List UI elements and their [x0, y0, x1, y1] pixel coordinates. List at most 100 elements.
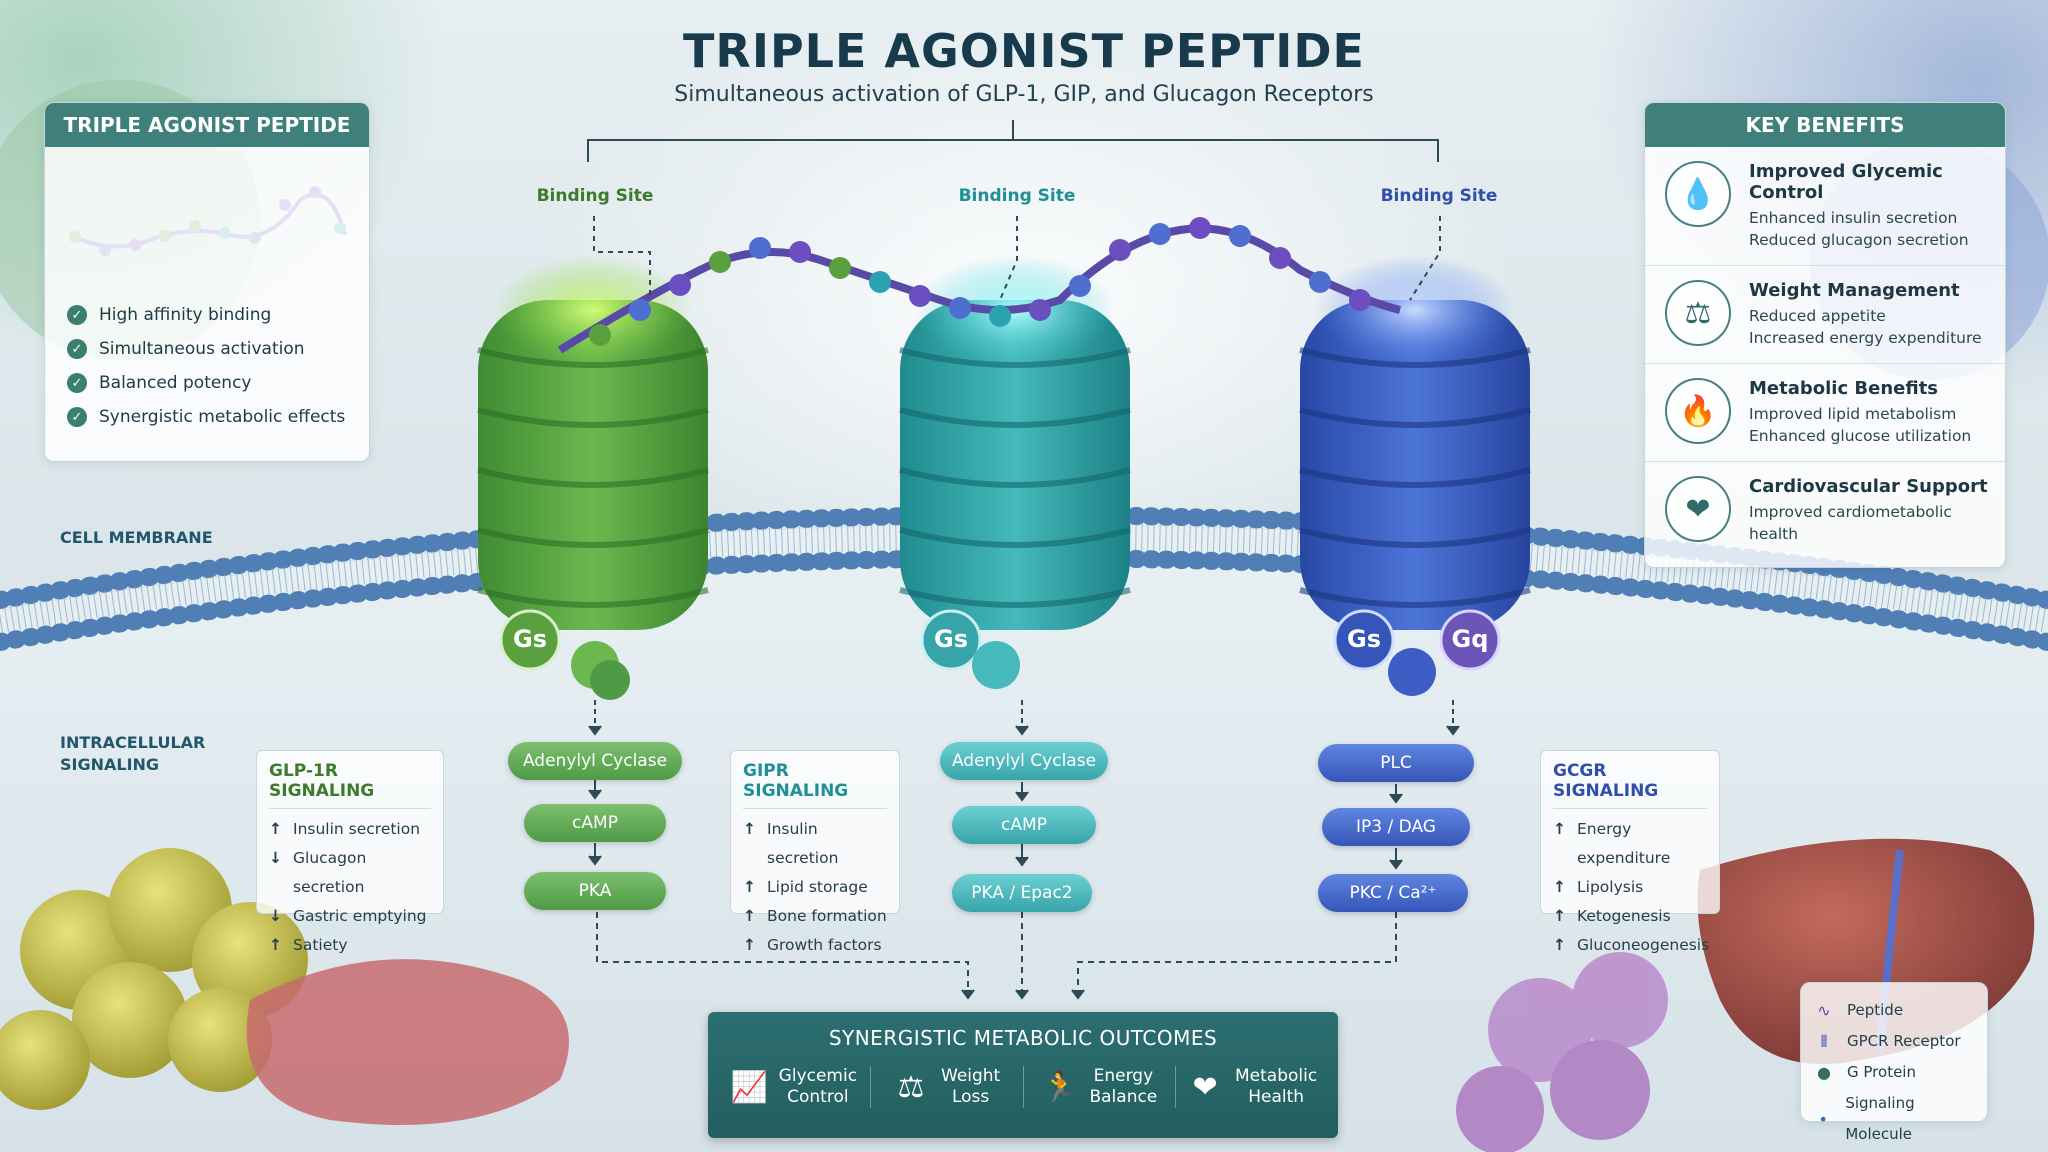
- arrow-icon: ↑: [743, 907, 756, 925]
- runner-icon: 🏃: [1041, 1069, 1079, 1105]
- g-protein-label-blue-gs: Gs: [1347, 625, 1381, 653]
- cascade-arrows: [588, 700, 1460, 1000]
- gcgr-signaling-box: GCGR SIGNALING ↑Energy expenditure ↑Lipo…: [1540, 750, 1720, 954]
- feature-label: Balanced potency: [99, 373, 252, 393]
- intracellular-label-line-2: SIGNALING: [60, 755, 160, 774]
- arrow-icon: ↑: [269, 820, 282, 838]
- legend-label: Peptide: [1847, 1001, 1904, 1019]
- page-subtitle: Simultaneous activation of GLP-1, GIP, a…: [674, 82, 1374, 107]
- signaling-item-label: Insulin secretion: [293, 820, 421, 838]
- signaling-item-label: Ketogenesis: [1577, 907, 1671, 925]
- binding-site-label-green: Binding Site: [536, 186, 654, 206]
- signaling-item: ↑Insulin secretion: [743, 815, 887, 873]
- arrow-icon: ↑: [1553, 936, 1566, 954]
- signaling-item: ↓Glucagon secretion: [269, 844, 431, 902]
- g-protein-icon: ●: [1817, 1063, 1831, 1082]
- legend-label: G Protein: [1847, 1063, 1916, 1081]
- feature-item: ✓High affinity binding: [67, 305, 345, 325]
- glp1r-signaling-title: GLP-1R SIGNALING: [269, 761, 431, 809]
- benefit-title: Cardiovascular Support: [1749, 476, 1988, 497]
- cascade-blue-step-2: IP3 / DAG: [1322, 808, 1470, 846]
- benefit-desc: Reduced glucagon secretion: [1749, 231, 1969, 249]
- legend-item-g-protein: ● G Protein: [1815, 1057, 1973, 1088]
- peptide-icon: ∿: [1817, 1001, 1831, 1020]
- outcome-label: Loss: [951, 1087, 990, 1107]
- benefit-desc: Enhanced glucose utilization: [1749, 427, 1972, 445]
- key-benefits-header: KEY BENEFITS: [1645, 103, 2005, 147]
- signaling-item: ↑ Lipolysis: [1553, 873, 1707, 902]
- gpcr-icon: ⦀: [1820, 1032, 1828, 1051]
- legend-item-gpcr: ⦀ GPCR Receptor: [1815, 1026, 1973, 1057]
- benefit-desc: health: [1749, 525, 1799, 543]
- signaling-item-label: Gastric emptying: [293, 907, 427, 925]
- arrow-icon: ↑: [1553, 820, 1566, 838]
- signaling-molecule-icon: •: [1818, 1109, 1828, 1129]
- flame-icon: 🔥: [1665, 378, 1731, 444]
- outcome-label: Metabolic: [1235, 1066, 1318, 1086]
- check-icon: ✓: [67, 339, 87, 359]
- cascade-green-step-2: cAMP: [524, 804, 666, 842]
- benefit-desc: Improved lipid metabolism: [1749, 405, 1957, 423]
- g-protein-label-teal: Gs: [934, 625, 968, 653]
- check-icon: ✓: [67, 407, 87, 427]
- signaling-item-label: Satiety: [293, 936, 348, 954]
- cell-membrane-label: CELL MEMBRANE: [60, 528, 213, 547]
- benefit-desc: Reduced appetite: [1749, 307, 1886, 325]
- legend-label: GPCR Receptor: [1847, 1032, 1961, 1050]
- benefit-title: Metabolic Benefits: [1749, 378, 1939, 399]
- feature-item: ✓ Simultaneous activation: [67, 339, 345, 359]
- legend-panel: ∿ Peptide ⦀ GPCR Receptor ● G Protein • Sign…: [1800, 982, 1988, 1143]
- benefit-title: Weight Management: [1749, 280, 1960, 301]
- binding-leader-blue: [1409, 216, 1441, 301]
- signaling-item-label: Lipolysis: [1577, 878, 1644, 896]
- outcome-label: Weight: [941, 1066, 1001, 1086]
- arrow-icon: ↑: [1553, 878, 1566, 896]
- receptor-glp1r: [477, 255, 709, 630]
- binding-leader-teal: [999, 216, 1018, 301]
- g-protein-label-green: Gs: [513, 625, 547, 653]
- benefit-desc: Enhanced insulin secretion: [1749, 209, 1958, 227]
- outcome-label: Energy: [1093, 1066, 1154, 1086]
- legend-label: Signaling Molecule: [1845, 1094, 1915, 1143]
- signaling-item: ↓ Gastric emptying: [269, 902, 431, 931]
- check-icon: ✓: [67, 373, 87, 393]
- feature-label: High affinity binding: [99, 305, 272, 325]
- signaling-item: ↑ Gluconeogenesis: [1553, 931, 1710, 960]
- signaling-item: ↑Growth factors: [743, 931, 887, 960]
- key-benefits-panel: KEY BENEFITS 💧 Improved Glycemic Control…: [1644, 102, 2006, 568]
- benefit-item-cardiovascular: ❤ Cardiovascular Support Improved cardio…: [1645, 462, 2005, 559]
- outcome-label: Glycemic: [778, 1066, 858, 1086]
- glp1r-signaling-box: GLP-1R SIGNALING ↑ Insulin secretion ↓Glu…: [256, 750, 444, 954]
- g-protein-label-blue-gq: Gq: [1451, 625, 1489, 653]
- cascade-teal-step-1: Adenylyl Cyclase: [940, 742, 1108, 780]
- feature-label: Simultaneous activation: [99, 339, 305, 359]
- binding-site-label-teal: Binding Site: [958, 186, 1076, 206]
- intracellular-label: INTRACELLULAR SIGNALING: [60, 732, 205, 776]
- outcome-label: Health: [1248, 1087, 1305, 1107]
- signaling-item: ↑Lipid storage: [743, 873, 887, 902]
- arrow-icon: ↓: [269, 907, 282, 925]
- signaling-item-label: Insulin secretion: [767, 820, 839, 867]
- arrow-icon: ↑: [743, 878, 756, 896]
- benefit-title: Improved Glycemic Control: [1749, 161, 1943, 203]
- cascade-teal-step-3: PKA / Epac2: [952, 874, 1092, 912]
- cascade-teal-step-2: cAMP: [952, 806, 1096, 844]
- adipose-cluster: [0, 848, 308, 1110]
- feature-item: ✓ Balanced potency: [67, 373, 345, 393]
- signaling-item-label: Gluconeogenesis: [1577, 936, 1710, 954]
- legend-item-signaling-molecule: • Signaling Molecule: [1815, 1088, 1973, 1150]
- scale-icon: ⚖: [897, 1069, 925, 1105]
- top-bracket: [587, 120, 1439, 162]
- peptide-beads: [589, 217, 1371, 346]
- g-protein-green: [499, 609, 630, 700]
- legend-item-peptide: ∿ Peptide: [1815, 995, 1973, 1026]
- cascade-green-step-3: PKA: [524, 872, 666, 910]
- binding-site-label-blue: Binding Site: [1380, 186, 1498, 206]
- pancreas-organ: [246, 959, 569, 1125]
- gipr-signaling-title: GIPR SIGNALING: [743, 761, 887, 809]
- benefit-desc: Increased energy expenditure: [1749, 329, 1982, 347]
- signaling-item-label: Energy expenditure: [1577, 820, 1671, 867]
- g-protein-teal: [920, 609, 1020, 689]
- scale-icon: ⚖: [1665, 280, 1731, 346]
